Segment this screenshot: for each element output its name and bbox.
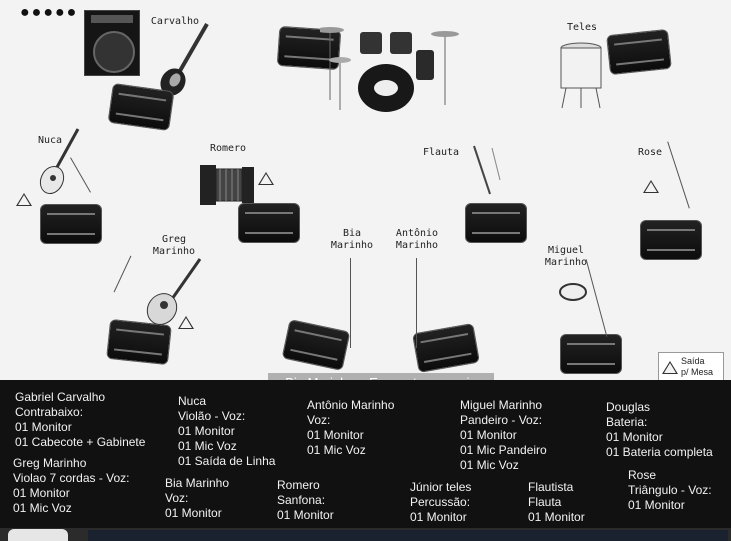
logo-icon [8,529,68,541]
mic-stand-icon [667,141,690,209]
dots-decoration: ●●●●● [20,4,79,21]
conga-drum-icon [560,42,602,109]
label-romero: Romero [209,143,247,154]
acoustic-guitar-icon [39,128,80,195]
amp-cabinet-icon [84,10,140,76]
output-to-mixer-legend: Saída p/ Mesa [658,352,724,384]
di-box-triangle-icon [258,172,274,185]
label-nuca: Nuca [37,135,63,146]
di-box-triangle-icon [662,361,678,374]
monitor-icon [238,203,300,243]
mic-stand-icon [113,255,132,293]
pandeiro-icon [559,283,587,301]
monitor-icon [107,82,175,132]
monitor-icon [560,334,622,374]
bass-guitar-icon [160,23,209,96]
label-bia: Bia Marinho [330,228,374,251]
label-carvalho: Carvalho [150,16,200,27]
mic-stand-icon [416,258,417,348]
mic-stand-icon [585,259,608,337]
output-to-mixer-label: Saída p/ Mesa [681,356,714,377]
monitor-icon [40,204,102,244]
drum-kit-icon [320,27,459,112]
label-rose: Rose [637,147,663,158]
label-teles: Teles [566,22,598,33]
taskbar-strip [88,530,728,541]
stage-area: ●●●●● Carvalho [0,0,731,380]
monitor-icon [606,28,672,76]
monitor-icon [640,220,702,260]
di-box-triangle-icon [16,193,32,206]
label-flauta: Flauta [422,147,460,158]
bottom-taskbar [0,528,731,541]
label-miguel: Miguel Marinho [544,245,588,268]
triangle-instrument-icon [643,180,659,193]
mic-stand-icon [350,258,351,348]
di-box-triangle-icon [178,316,194,329]
monitor-icon [465,203,527,243]
label-greg: Greg Marinho [152,234,196,257]
flute-mic-stand-icon [473,145,501,195]
seven-string-guitar-icon [146,258,202,325]
monitor-icon [281,318,351,372]
monitor-icon [411,322,481,374]
label-antonio: Antônio Marinho [395,228,439,251]
accordion-icon [200,165,254,205]
